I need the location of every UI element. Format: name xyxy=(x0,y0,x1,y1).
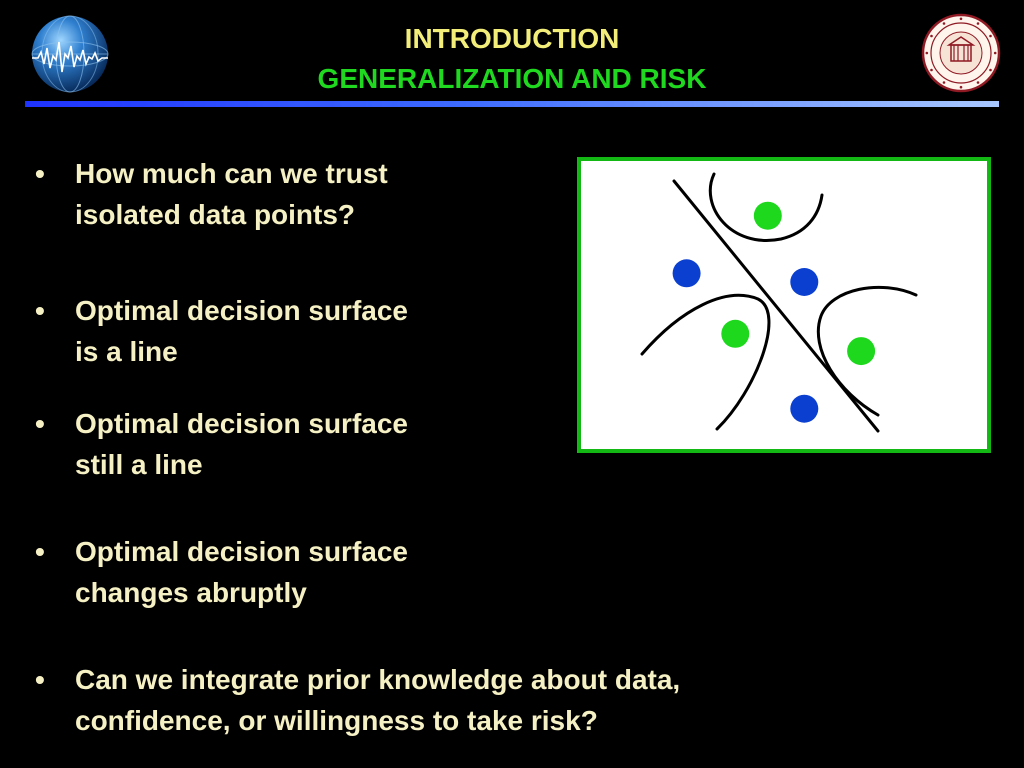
bullet-marker: • xyxy=(35,158,45,189)
bullet-line: Optimal decision surface xyxy=(75,408,408,439)
bullet-line: confidence, or willingness to take risk? xyxy=(75,705,598,736)
header-divider xyxy=(25,101,999,107)
globe-waveform-logo xyxy=(28,12,112,96)
bullet-item: • Optimal decision surface changes abrup… xyxy=(35,531,505,613)
bullet-line: changes abruptly xyxy=(75,577,307,608)
upper-curved-boundary xyxy=(708,172,824,242)
mississippi-state-university-seal xyxy=(921,13,1001,93)
bullet-line: How much can we trust xyxy=(75,158,388,189)
left-curved-boundary xyxy=(640,294,771,431)
bullet-item: • How much can we trust isolated data po… xyxy=(35,153,485,235)
slide-subtitle: GENERALIZATION AND RISK xyxy=(317,63,707,94)
globe-logo-graphic xyxy=(31,15,109,93)
bullet-item: • Can we integrate prior knowledge about… xyxy=(35,659,835,741)
bullet-marker: • xyxy=(35,408,45,439)
blue-data-point xyxy=(790,268,819,296)
decision-surface-figure xyxy=(577,157,991,453)
right-curved-boundary xyxy=(816,285,918,417)
university-seal-graphic xyxy=(921,13,1001,93)
data-points xyxy=(672,201,876,423)
green-data-point xyxy=(847,337,876,366)
slide-title: INTRODUCTION xyxy=(404,23,620,54)
bullet-marker: • xyxy=(35,664,45,695)
green-data-point xyxy=(753,201,782,230)
bullet-line: Can we integrate prior knowledge about d… xyxy=(75,664,681,695)
decision-surface-plot xyxy=(640,172,918,433)
bullet-line: isolated data points? xyxy=(75,199,356,230)
bullet-marker: • xyxy=(35,295,45,326)
bullet-item: • Optimal decision surface still a line xyxy=(35,403,505,485)
bullet-marker: • xyxy=(35,536,45,567)
bullet-line: Optimal decision surface xyxy=(75,295,408,326)
bullet-line: still a line xyxy=(75,449,203,480)
bullet-line: Optimal decision surface xyxy=(75,536,408,567)
bullet-item: • Optimal decision surface is a line xyxy=(35,290,505,372)
blue-data-point xyxy=(672,259,701,288)
bullet-line: is a line xyxy=(75,336,178,367)
blue-data-point xyxy=(790,394,819,423)
green-data-point xyxy=(721,319,750,348)
